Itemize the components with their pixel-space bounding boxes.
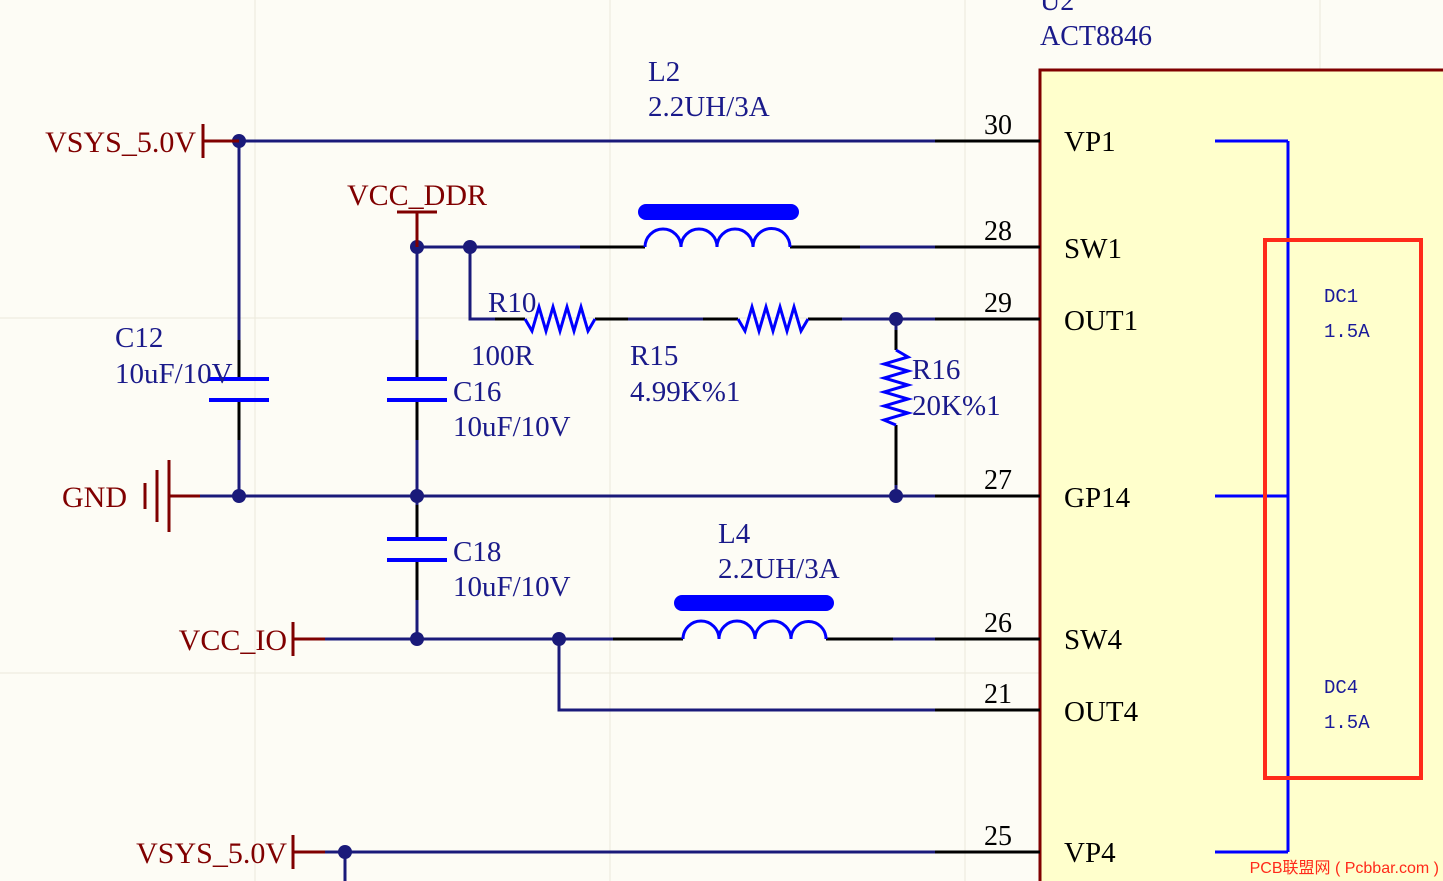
power-port-vsys-bottom [291,835,325,869]
dc4-label: DC4 [1324,677,1358,699]
c16-designator: C16 [453,376,501,408]
pin-name: SW1 [1064,233,1122,265]
capacitor-c18 [387,537,447,562]
power-port-vcc-io [291,622,325,656]
power-port-vsys-top [201,124,239,158]
c12-value: 10uF/10V [115,358,233,390]
pin-number: 21 [984,679,1012,710]
resistor-r15-symbol [736,301,810,337]
junction-dot [889,489,903,503]
l4-value: 2.2UH/3A [718,553,840,585]
junction-dots [232,134,903,859]
pin-name: VP4 [1064,837,1116,869]
net-label-gnd: GND [62,481,127,514]
junction-dot [463,240,477,254]
junction-dot [410,632,424,646]
internal-bracket [1215,139,1290,854]
r15-designator: R15 [630,340,678,372]
pin-name: VP1 [1064,126,1116,158]
capacitor-c16 [387,377,447,402]
l4-designator: L4 [718,518,751,550]
l2-designator: L2 [648,56,680,88]
junction-dot [232,489,246,503]
pin-number: 29 [984,288,1012,319]
inductor-l1-symbol [638,204,799,248]
pin-number: 27 [984,465,1012,496]
power-port-gnd [143,460,200,532]
r16-value: 20K%1 [912,390,1001,422]
wires [170,139,935,881]
watermark: PCB联盟网 ( Pcbbar.com ) [1250,859,1439,877]
r10-value: 100R [471,340,535,372]
junction-dot [410,489,424,503]
pin-number: 25 [984,821,1012,852]
pin-number: 30 [984,110,1012,141]
power-port-vcc-ddr [397,210,437,247]
r15-value: 4.99K%1 [630,376,740,408]
r16-designator: R16 [912,354,960,386]
dc1-current: 1.5A [1324,321,1370,343]
chip-body [1038,68,1443,881]
pin-name: SW4 [1064,624,1123,656]
pin-number: 26 [984,608,1012,639]
inductor-l4-symbol [674,595,834,640]
chip-part-number: ACT8846 [1040,21,1152,52]
r10-designator: R10 [488,287,536,319]
net-label-vcc-ddr: VCC_DDR [347,179,487,212]
pin-name: OUT4 [1064,696,1139,728]
capacitor-c12 [209,377,269,402]
pin-number: 28 [984,216,1012,247]
pin-name: GP14 [1064,482,1131,514]
dc1-label: DC1 [1324,286,1358,308]
resistor-r10-symbol [523,301,597,337]
junction-dot [552,632,566,646]
pin-name: OUT1 [1064,305,1138,337]
c18-value: 10uF/10V [453,571,571,603]
c16-value: 10uF/10V [453,411,571,443]
net-label-vsys-bottom: VSYS_5.0V [136,837,287,870]
highlight-box [1263,238,1423,780]
c12-designator: C12 [115,322,163,354]
dc4-current: 1.5A [1324,712,1370,734]
c18-designator: C18 [453,536,501,568]
net-label-vcc-io: VCC_IO [179,624,287,657]
junction-dot [338,845,352,859]
chip-designator: U2 [1040,0,1074,17]
pin-stubs [237,139,1040,854]
net-label-vsys-top: VSYS_5.0V [45,126,196,159]
l2-value: 2.2UH/3A [648,91,770,123]
resistor-r16-symbol [878,348,914,427]
junction-dot [889,312,903,326]
